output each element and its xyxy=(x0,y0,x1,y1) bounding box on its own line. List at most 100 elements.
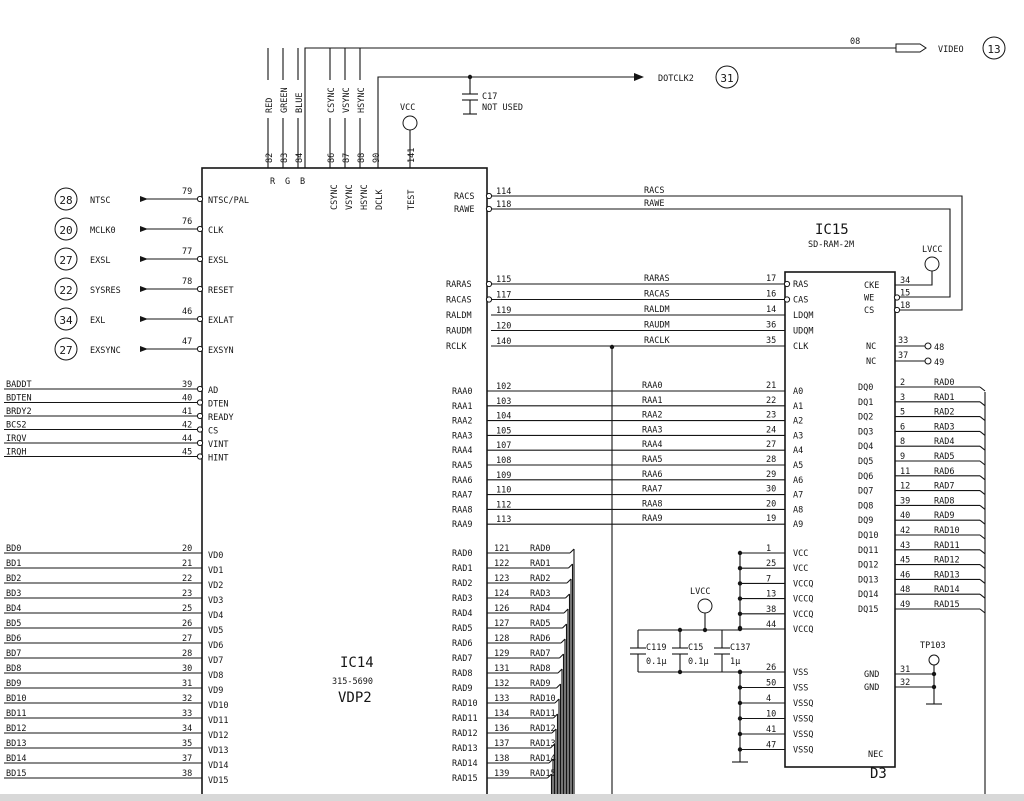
left-connector-4-label: EXL xyxy=(90,316,105,326)
addr-3-ic15-name: A3 xyxy=(793,431,803,441)
left-connector-3-bubble xyxy=(196,285,204,293)
vcc-label: VCC xyxy=(400,103,415,113)
left-connector-0-arrow xyxy=(140,196,148,202)
addr-0-ic15-name: A0 xyxy=(793,387,803,397)
left-connector-3-pin: 78 xyxy=(182,277,192,287)
ic14-ctrl2-2-inside: RALDM xyxy=(446,311,472,321)
ic15-ground-2-pin: 4 xyxy=(766,694,771,704)
addr-9-ic15-name: A9 xyxy=(793,520,803,530)
addr-4-ic15-name: A4 xyxy=(793,446,803,456)
left-connector-4-bubble xyxy=(196,315,204,323)
ic15-ground-5-name: VSSQ xyxy=(793,746,813,756)
rad-7-net: RAD7 xyxy=(530,649,550,659)
left-connector-5-inside: EXSYN xyxy=(208,346,234,356)
ic15-dq-11-pin: 43 xyxy=(900,541,910,551)
ic15-dq-3-net: RAD3 xyxy=(934,422,954,432)
addr-6-ic15-pin: 29 xyxy=(766,470,776,480)
left-connector-0-pin: 79 xyxy=(182,187,192,197)
rad-0-pin: 121 xyxy=(494,544,509,554)
ic15-power-4-pin: 38 xyxy=(766,605,776,615)
ic14-rgb-letter-1: G xyxy=(285,177,290,187)
addr-9-pin: 113 xyxy=(496,515,511,525)
left-bus-3-label: BCS2 xyxy=(6,421,26,431)
addr-9-inside: RAA9 xyxy=(452,520,472,530)
c15-junction-bottom xyxy=(677,669,683,675)
ic15-power-3-name: VCCQ xyxy=(793,595,813,605)
ic15-dq-13-slant xyxy=(979,578,986,584)
rad-0-net: RAD0 xyxy=(530,544,550,554)
ic15-gnd-right-1-pin: 32 xyxy=(900,678,910,688)
ic14-ctrl2-3-inside: RAUDM xyxy=(446,327,472,337)
ic15-dq-15-slant xyxy=(979,608,986,614)
left-connector-2-circle xyxy=(54,247,78,271)
dotclk-wire xyxy=(377,76,642,168)
left-data-12-pin: 34 xyxy=(182,724,192,734)
ic15-dq-7-name: DQ7 xyxy=(858,487,873,497)
ic15-nec: NEC xyxy=(868,750,883,760)
left-bus-5-label: IRQH xyxy=(6,448,26,458)
rad-13-pin: 137 xyxy=(494,739,509,749)
c17-note: NOT USED xyxy=(482,103,523,113)
left-connector-2-ref: 27 xyxy=(59,254,72,267)
rad-9-slant xyxy=(556,683,561,689)
ic15-dq-15-pin: 49 xyxy=(900,600,910,610)
ic15-power-2-name: VCCQ xyxy=(793,579,813,589)
ic15-ground-4-junction xyxy=(737,731,743,737)
left-data-4-pin: 25 xyxy=(182,604,192,614)
left-connector-1-bubble xyxy=(196,225,204,233)
left-bus-4-pin: 44 xyxy=(182,434,192,444)
rad-12-pin: 136 xyxy=(494,724,509,734)
ic14-ctrl2-0-inside: RARAS xyxy=(446,280,472,290)
ic15-ground-4-pin: 41 xyxy=(766,725,776,735)
left-data-7-label: BD7 xyxy=(6,649,21,659)
ic15-ground-2-name: VSSQ xyxy=(793,699,813,709)
ic15-ctrl-0-name: RAS xyxy=(793,280,808,290)
ic14-top-signal-0: RED xyxy=(265,98,275,113)
ic15-dq-2-pin: 5 xyxy=(900,408,905,418)
addr-3-pin: 105 xyxy=(496,426,511,436)
ic14-top-inside-0: CSYNC xyxy=(330,184,340,210)
ic14-ctrl1-1-inside: RAWE xyxy=(454,205,474,215)
addr-2-inside: RAA2 xyxy=(452,417,472,427)
ic15-dq-0-slant xyxy=(979,386,986,392)
ic15-ground-0-name: VSS xyxy=(793,668,808,678)
addr-4-ic15-pin: 27 xyxy=(766,440,776,450)
addr-4-net: RAA4 xyxy=(642,440,662,450)
left-connector-2-inside: EXSL xyxy=(208,256,228,266)
ic15-ground-0-pin: 26 xyxy=(766,663,776,673)
c17-junction xyxy=(467,74,473,80)
ic15-nc-1-pin: 37 xyxy=(898,351,908,361)
ic15-ctrl-1-name: CAS xyxy=(793,296,808,306)
ic15-dq-5-pin: 9 xyxy=(900,452,905,462)
ic14-top-pin-2: 84 xyxy=(295,153,305,163)
left-data-13-inside: VD13 xyxy=(208,746,228,756)
ic15-ctrl-2-name: LDQM xyxy=(793,311,813,321)
addr-6-inside: RAA6 xyxy=(452,476,472,486)
ic15-ground-5-pin: 47 xyxy=(766,741,776,751)
ic15-ground-2-junction xyxy=(737,700,743,706)
ic15-dq-11-slant xyxy=(979,549,986,555)
ic15-rtop-1-pin: 15 xyxy=(900,289,910,299)
ic15-power-1-junction xyxy=(737,566,743,571)
ic15-dq-5-net: RAD5 xyxy=(934,452,954,462)
tp103-terminal xyxy=(928,654,940,666)
ic15-ctrl-3-pin: 36 xyxy=(766,321,776,331)
addr-5-net: RAA5 xyxy=(642,455,662,465)
ic14-ctrl1-0-net: RACS xyxy=(644,186,664,196)
ic15-dq-6-slant xyxy=(979,475,986,481)
left-connector-0-label: NTSC xyxy=(90,196,110,206)
dotclk-arrow xyxy=(634,73,644,81)
left-connector-0-ref: 28 xyxy=(59,194,72,207)
left-data-14-pin: 37 xyxy=(182,754,192,764)
lvcc-cap-terminal xyxy=(697,598,713,614)
ic14-top-signal-5: HSYNC xyxy=(357,87,367,113)
ic14-ctrl2-1-inside: RACAS xyxy=(446,296,472,306)
ic14-ctrl2-4-net: RACLK xyxy=(644,336,670,346)
rad-5-net: RAD5 xyxy=(530,619,550,629)
left-data-0-pin: 20 xyxy=(182,544,192,554)
dotclk-label: DOTCLK2 xyxy=(658,74,694,84)
addr-9-net: RAA9 xyxy=(642,514,662,524)
rad-13-slant xyxy=(550,743,555,749)
rad-13-inside: RAD13 xyxy=(452,744,478,754)
ic15-nc-1-name: NC xyxy=(866,357,876,367)
